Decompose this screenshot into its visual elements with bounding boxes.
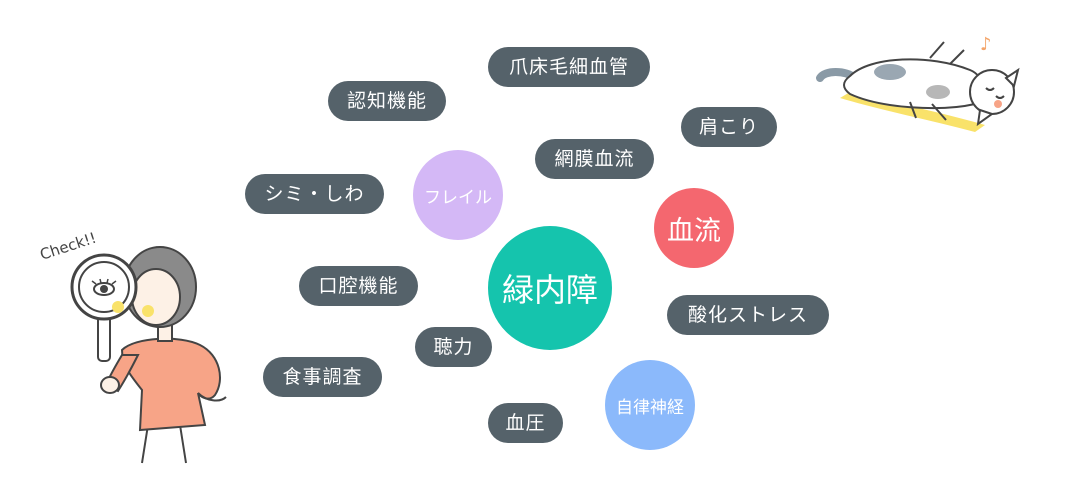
woman-magnifier-illustration: Check!! <box>38 229 227 464</box>
pill-oral-function: 口腔機能 <box>299 266 418 306</box>
music-note-icon: ♪ <box>980 34 992 55</box>
center-circle: 緑内障 <box>488 226 612 350</box>
pill-cognitive-function: 認知機能 <box>328 81 446 121</box>
pill-retinal-bloodflow: 網膜血流 <box>535 139 654 179</box>
circle-bloodflow-label: 血流 <box>667 215 721 247</box>
pill-oxidative-stress: 酸化ストレス <box>667 295 829 335</box>
pill-spots-wrinkles: シミ・しわ <box>245 174 384 214</box>
pill-blood-pressure: 血圧 <box>488 403 563 443</box>
circle-frail: フレイル <box>413 150 503 240</box>
pill-nailbed-capillaries: 爪床毛細血管 <box>488 47 650 87</box>
pill-hearing: 聴力 <box>415 327 492 367</box>
circle-autonomic: 自律神経 <box>605 360 695 450</box>
pill-stiff-shoulders: 肩こり <box>681 107 777 147</box>
circle-autonomic-label: 自律神経 <box>616 397 684 418</box>
center-label: 緑内障 <box>501 271 598 309</box>
circle-frail-label: フレイル <box>424 187 492 208</box>
cat-illustration: ♪ <box>816 34 1020 132</box>
circle-bloodflow: 血流 <box>654 188 734 268</box>
pill-diet-survey: 食事調査 <box>263 357 382 397</box>
